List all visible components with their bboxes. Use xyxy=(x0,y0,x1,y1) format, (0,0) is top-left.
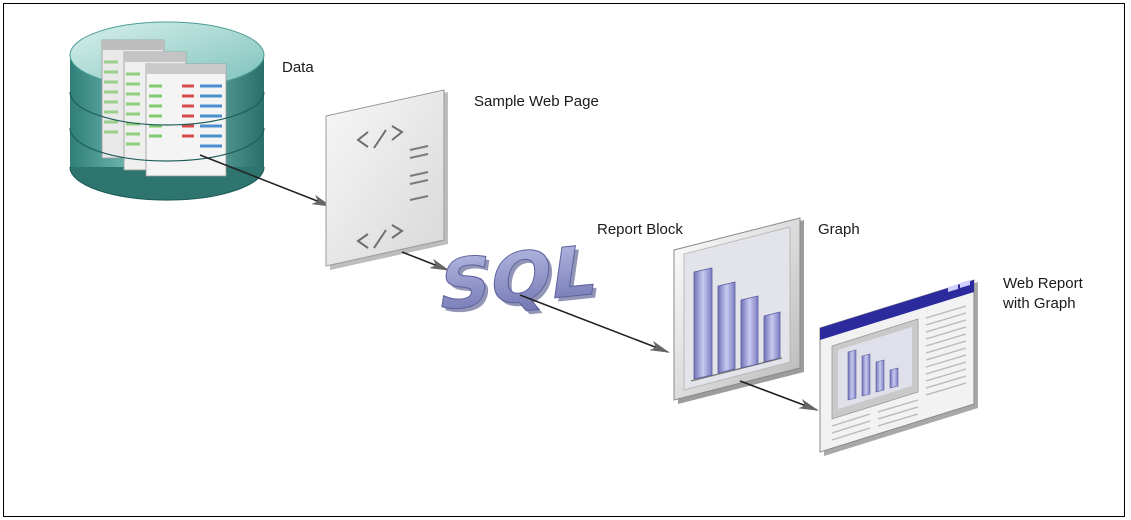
report-bars xyxy=(693,267,781,380)
arrow-sql-to-report xyxy=(519,294,670,353)
arrow-report-to-web xyxy=(739,380,819,411)
diagram-frame xyxy=(3,3,1125,517)
sample-web-page-label: Sample Web Page xyxy=(474,93,599,110)
sql-shadow: SQL xyxy=(437,233,606,330)
sql-text: SQL xyxy=(434,229,603,326)
data-label: Data xyxy=(282,59,314,76)
report-block-icon xyxy=(673,217,804,404)
web-report-label: Web Report with Graph xyxy=(1003,275,1083,312)
graph-label: Graph xyxy=(818,221,860,238)
sql-logo: SQL SQL xyxy=(433,229,606,331)
window-title-bar xyxy=(820,280,974,340)
web-report-icon xyxy=(819,279,978,456)
database-icon xyxy=(69,21,265,201)
report-block-label: Report Block xyxy=(597,221,683,238)
arrow-page-to-sql xyxy=(401,251,450,271)
web-report-bars xyxy=(847,349,899,401)
web-page-icon xyxy=(325,89,448,270)
arrow-data-to-page xyxy=(199,154,332,207)
